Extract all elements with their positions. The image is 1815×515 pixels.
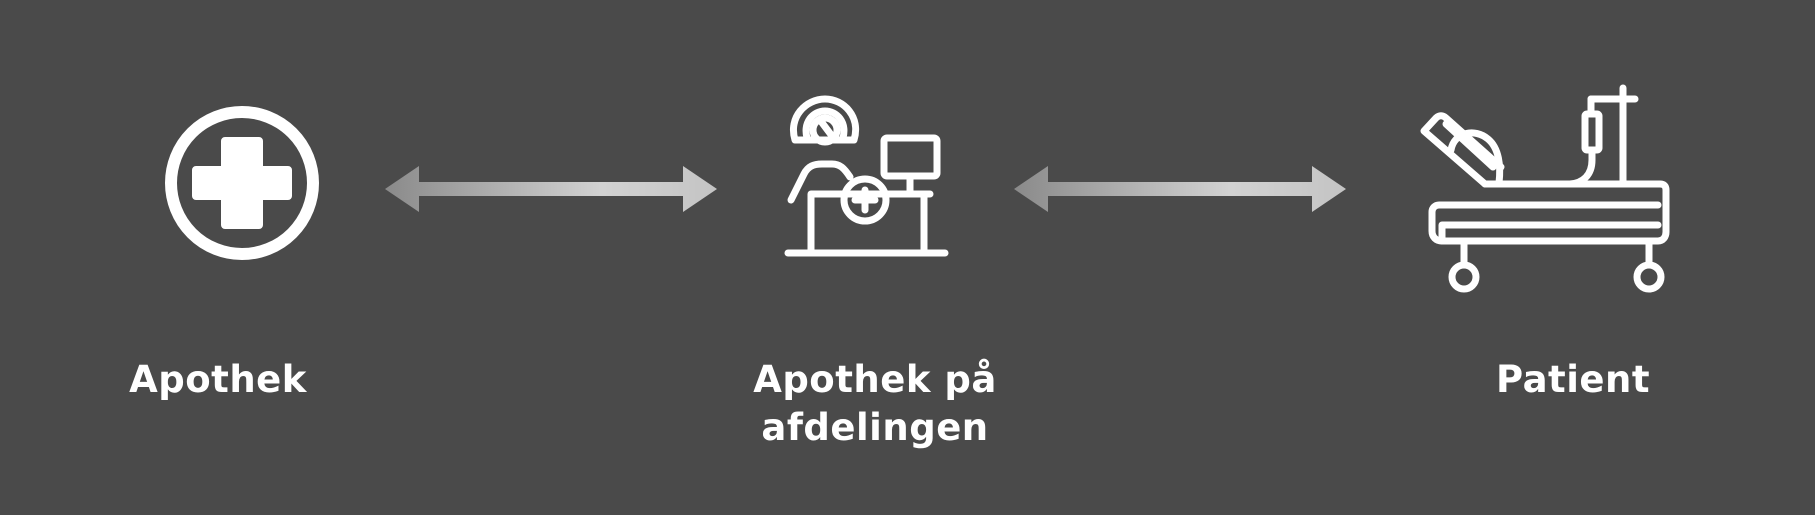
node-label-ward-pharmacy-line2: afdelingen (761, 406, 989, 449)
pharmacist-at-desk-icon (784, 95, 949, 257)
node-label-pharmacy: Apothek (129, 358, 307, 401)
bidirectional-arrow (1014, 166, 1346, 212)
node-label-patient: Patient (1495, 358, 1651, 401)
bidirectional-arrow (385, 166, 717, 212)
hospital-bed-icon (1420, 84, 1670, 293)
medical-cross-icon (165, 106, 319, 260)
node-label-ward-pharmacy-line1: Apothek på (753, 358, 997, 401)
node-label-ward-pharmacy: Apothek på afdelingen (735, 356, 1015, 452)
